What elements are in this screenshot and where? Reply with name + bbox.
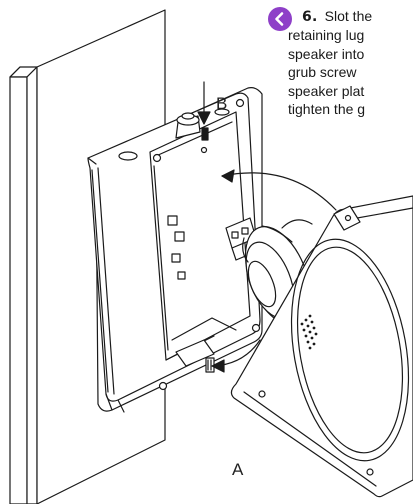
callout-label-b: B bbox=[216, 94, 228, 113]
callout-label-a: A bbox=[232, 460, 244, 479]
speaker-plate bbox=[230, 195, 413, 498]
step-line-5: speaker plat bbox=[288, 82, 365, 99]
grille-perforations bbox=[300, 314, 318, 350]
step-line-1: 6.Slot the bbox=[302, 8, 373, 25]
instruction-step: 6.Slot the retaining lug speaker into gr… bbox=[288, 7, 413, 118]
step-line-4: grub screw bbox=[288, 64, 357, 81]
step-number: 6. bbox=[302, 9, 318, 25]
step-line-6: tighten the g bbox=[288, 101, 366, 118]
back-button[interactable] bbox=[268, 7, 292, 31]
step-line-2: retaining lug bbox=[288, 27, 365, 44]
chevron-left-icon bbox=[268, 7, 292, 31]
motion-arrows bbox=[197, 81, 337, 373]
step-line-3: speaker into bbox=[288, 45, 365, 62]
back-box bbox=[87, 87, 263, 413]
